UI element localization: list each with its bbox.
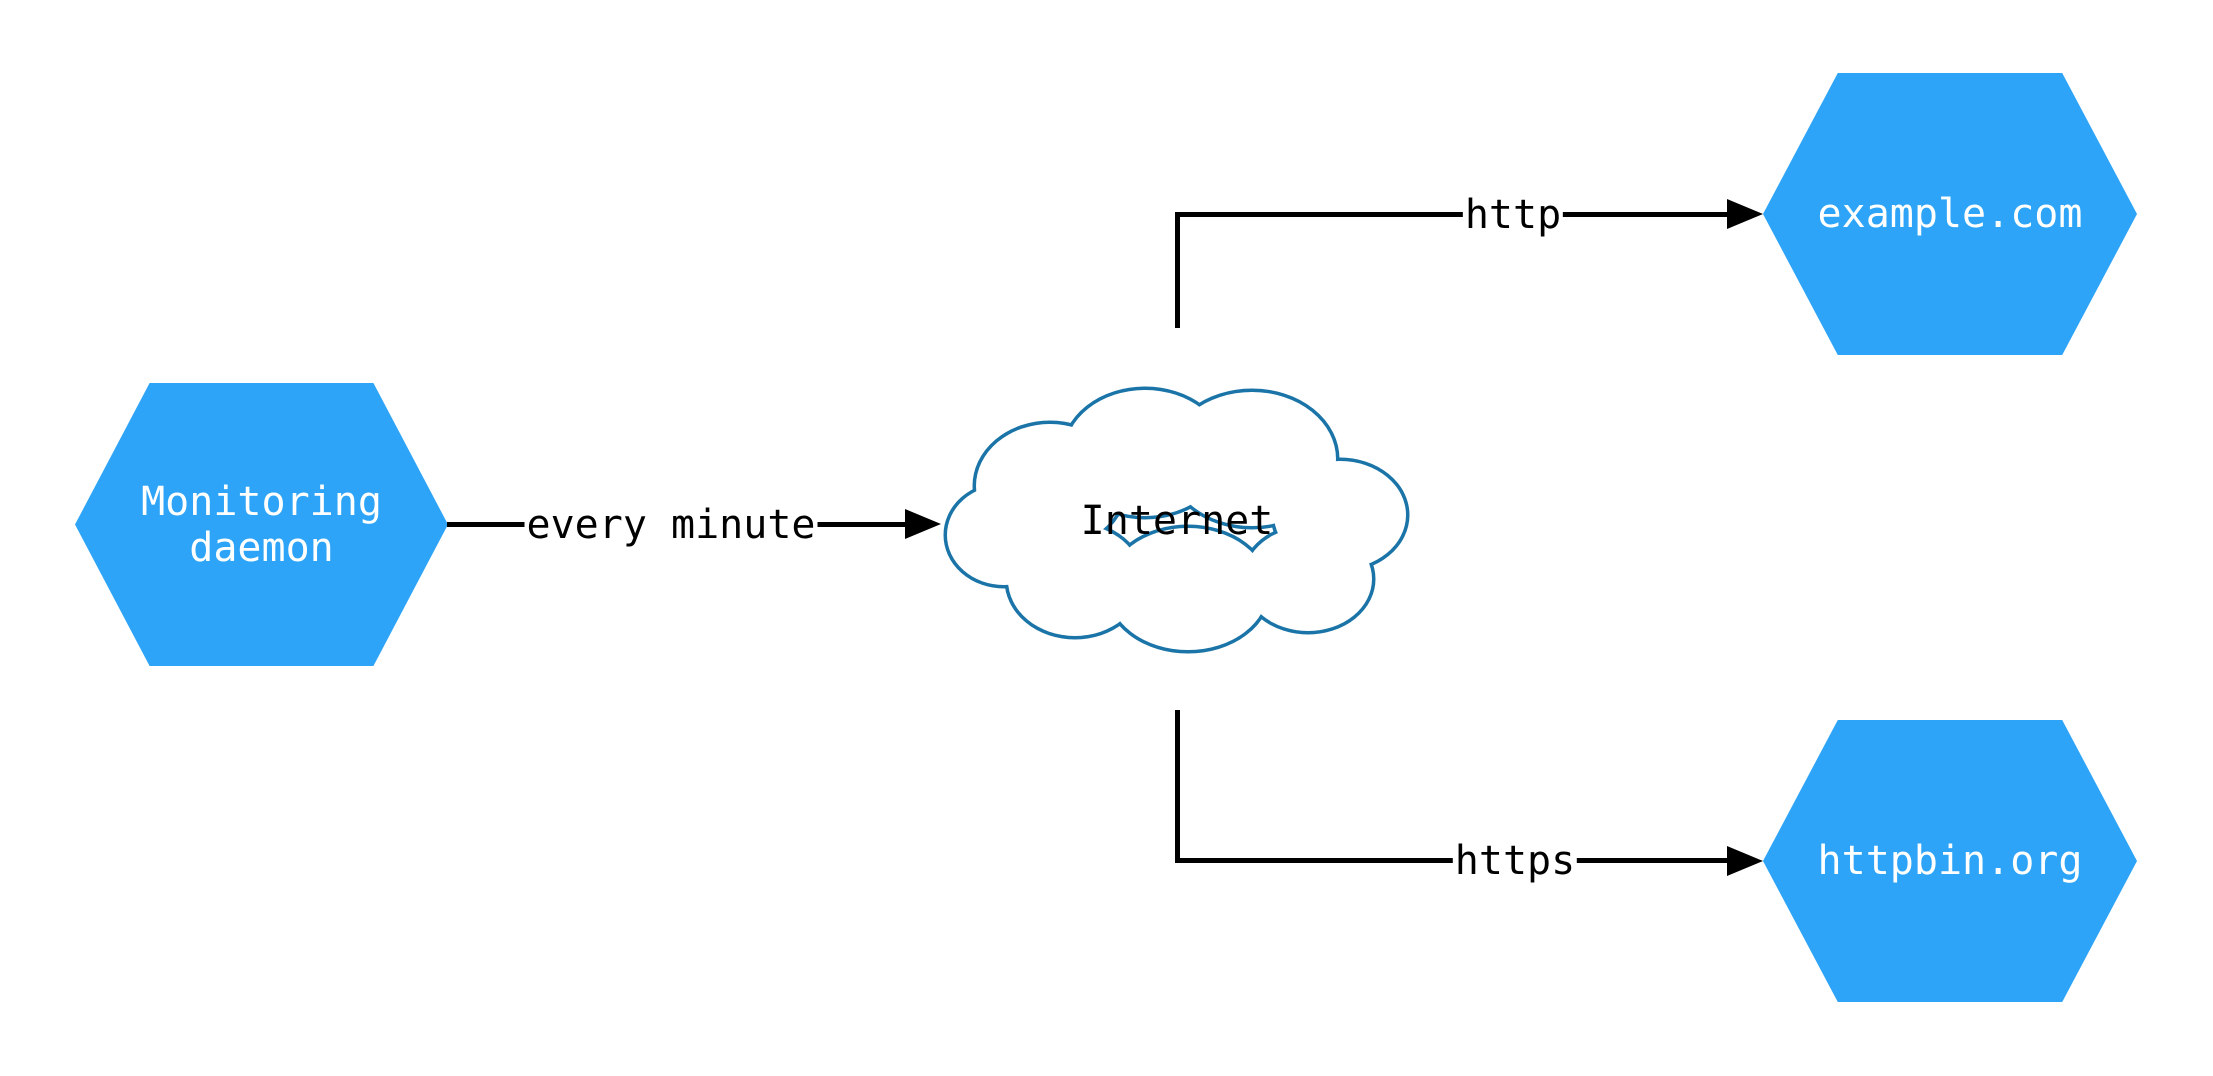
edge-https-horizontal-line — [1175, 858, 1728, 863]
arrowhead-icon — [1727, 846, 1763, 876]
edge-https-label: https — [1452, 838, 1578, 884]
node-example-com-label: example.com — [1817, 191, 2083, 237]
arrowhead-icon — [905, 509, 941, 539]
edge-http-horizontal-line — [1175, 212, 1728, 217]
arrowhead-icon — [1727, 199, 1763, 229]
edge-http-label: http — [1462, 192, 1564, 238]
node-example-com: example.com — [1763, 73, 2137, 355]
node-internet-label: Internet — [1080, 498, 1274, 544]
node-monitoring-daemon-label-line1: Monitoring — [141, 478, 382, 525]
edge-https-vertical-line — [1175, 710, 1180, 863]
node-httpbin-org-label: httpbin.org — [1817, 838, 2083, 884]
node-httpbin-org: httpbin.org — [1763, 720, 2137, 1002]
edge-http-vertical-line — [1175, 214, 1180, 328]
edge-every-minute-label: every minute — [524, 502, 818, 548]
node-monitoring-daemon: Monitoring daemon — [75, 383, 448, 666]
node-monitoring-daemon-label-line2: daemon — [189, 524, 334, 571]
